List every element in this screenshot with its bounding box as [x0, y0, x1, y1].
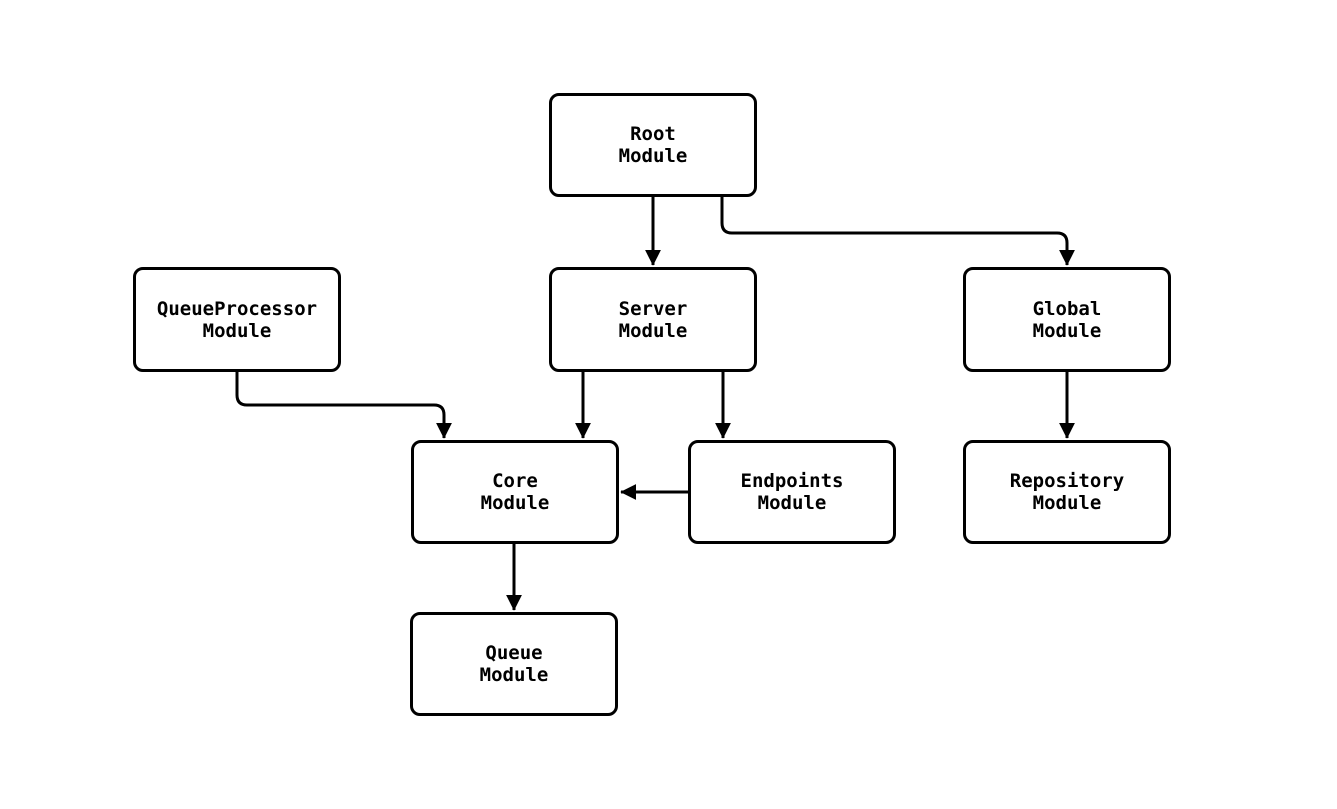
- node-queueprocessor-module: QueueProcessor Module: [133, 267, 341, 372]
- node-label: Module: [618, 145, 688, 167]
- node-label: Module: [757, 492, 827, 514]
- edge-root-to-global: [720, 197, 1075, 266]
- node-label: Queue: [485, 642, 543, 664]
- node-queue-module: Queue Module: [410, 612, 618, 716]
- node-label: Core: [492, 470, 538, 492]
- edge-queueprocessor-to-core: [235, 372, 452, 439]
- node-repository-module: Repository Module: [963, 440, 1171, 544]
- node-label: Server: [618, 297, 688, 320]
- node-label: Repository: [1009, 470, 1125, 492]
- node-label: Module: [1032, 319, 1102, 342]
- node-label: Module: [618, 319, 688, 342]
- node-label: Module: [1032, 492, 1102, 514]
- node-global-module: Global Module: [963, 267, 1171, 372]
- node-core-module: Core Module: [411, 440, 619, 544]
- node-label: Module: [480, 492, 550, 514]
- node-label: Global: [1032, 297, 1102, 320]
- node-label: QueueProcessor: [156, 297, 318, 320]
- node-root-module: Root Module: [549, 93, 757, 197]
- node-server-module: Server Module: [549, 267, 757, 372]
- node-label: Root: [630, 123, 676, 145]
- node-endpoints-module: Endpoints Module: [688, 440, 896, 544]
- node-label: Module: [479, 664, 549, 686]
- node-label: Module: [202, 319, 272, 342]
- node-label: Endpoints: [740, 470, 844, 492]
